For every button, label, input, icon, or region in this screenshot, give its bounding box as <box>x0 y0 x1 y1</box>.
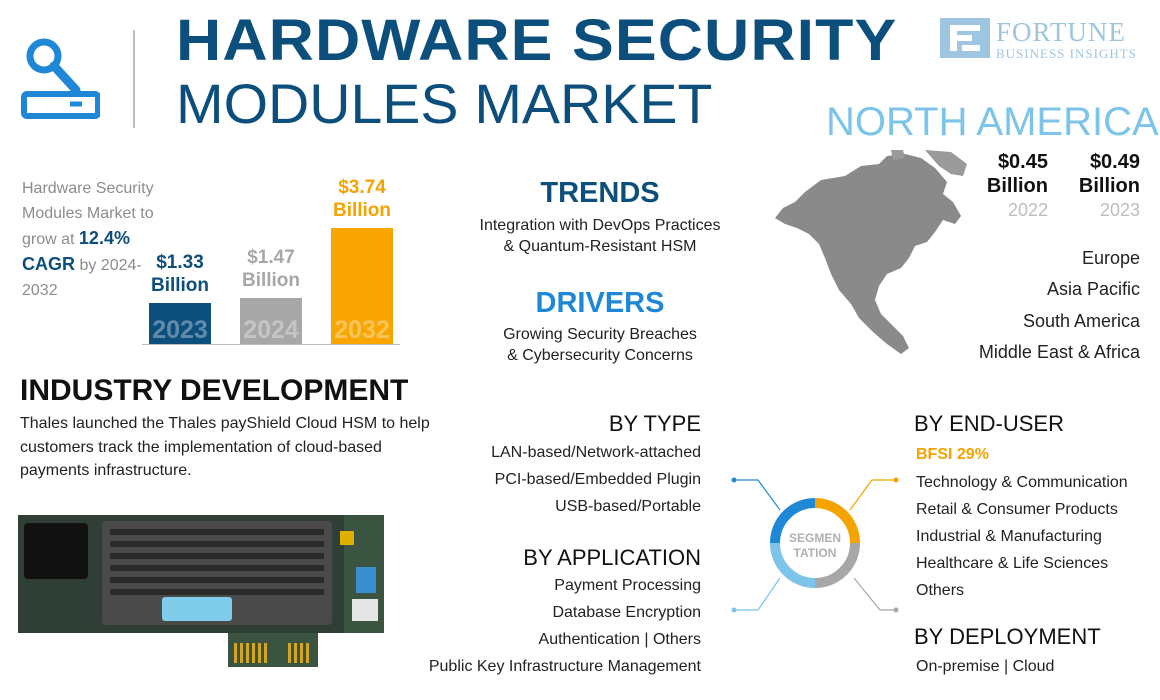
region-title: NORTH AMERICA <box>826 100 1159 144</box>
cagr-value: 12.4% CAGR <box>22 228 130 274</box>
end-user-item: Healthcare & Life Sciences <box>916 555 1109 572</box>
fortune-logo-icon <box>940 18 990 58</box>
trends-title: TRENDS <box>540 177 660 209</box>
header-divider <box>133 30 135 128</box>
by-deployment-title: BY DEPLOYMENT <box>914 624 1101 649</box>
bar-year-label: 2024 <box>243 316 299 344</box>
north-america-map <box>775 150 967 354</box>
trends-line1: Integration with DevOps Practices <box>479 217 721 234</box>
hsm-card-image <box>18 515 384 667</box>
na-value-2023: $0.49 Billion <box>1078 151 1140 197</box>
logo-name: FORTUNE <box>996 17 1126 47</box>
page-subtitle: MODULES MARKET <box>176 72 713 135</box>
chart-baseline <box>142 344 400 345</box>
logo-tagline: BUSINESS INSIGHTS <box>996 46 1137 61</box>
by-type-title: BY TYPE <box>608 411 701 436</box>
type-item: LAN-based/Network-attached <box>491 444 701 461</box>
drivers-line1: Growing Security Breaches <box>503 326 697 343</box>
bar-year-label: 2032 <box>334 316 390 344</box>
deployment-items: On-premise | Cloud <box>916 658 1055 675</box>
application-item: Database Encryption <box>552 604 701 621</box>
region-asia-pacific: Asia Pacific <box>1046 279 1140 299</box>
na-year-2023: 2023 <box>1099 200 1140 220</box>
page-title: HARDWARE SECURITY <box>176 8 898 73</box>
segmentation-label-2: TATION <box>794 546 837 560</box>
bar-2024: 2024 <box>240 298 302 344</box>
application-item: Public Key Infrastructure Management <box>428 658 701 675</box>
end-user-item: Others <box>916 582 965 599</box>
na-value-2022: $0.45 Billion <box>986 151 1048 197</box>
bar-year-label: 2023 <box>152 316 208 344</box>
growth-text-after: by 2024-2032 <box>22 257 142 299</box>
growth-text-before: Hardware Security Modules Market to grow… <box>22 180 154 248</box>
by-end-user-title: BY END-USER <box>914 411 1064 436</box>
na-year-2022: 2022 <box>1007 200 1048 220</box>
drivers-line2: & Cybersecurity Concerns <box>507 347 693 364</box>
end-user-item: Industrial & Manufacturing <box>916 528 1102 545</box>
drivers-title: DRIVERS <box>535 287 665 319</box>
application-item: Payment Processing <box>554 577 701 594</box>
application-item: Authentication | Others <box>538 631 701 648</box>
growth-statement: Hardware Security Modules Market to grow… <box>22 176 162 303</box>
region-south-america: South America <box>1022 311 1140 331</box>
end-user-highlight: BFSI 29% <box>916 446 989 463</box>
industry-text: Thales launched the Thales payShield Clo… <box>20 415 430 479</box>
end-user-item: Technology & Communication <box>916 474 1128 491</box>
by-application-title: BY APPLICATION <box>523 545 701 570</box>
industry-title: INDUSTRY DEVELOPMENT <box>20 374 409 407</box>
region-europe: Europe <box>1081 248 1140 268</box>
segmentation-label-1: SEGMEN <box>789 531 841 545</box>
segmentation-donut: SEGMEN TATION <box>731 477 899 613</box>
end-user-item: Retail & Consumer Products <box>916 501 1118 518</box>
type-item: USB-based/Portable <box>555 498 701 515</box>
bar-2023: 2023 <box>149 303 211 344</box>
trends-line2: & Quantum-Resistant HSM <box>503 238 697 255</box>
type-item: PCI-based/Embedded Plugin <box>494 471 701 488</box>
key-icon <box>21 38 100 119</box>
region-mea: Middle East & Africa <box>978 342 1140 362</box>
bar-2032: 2032 <box>331 228 393 344</box>
